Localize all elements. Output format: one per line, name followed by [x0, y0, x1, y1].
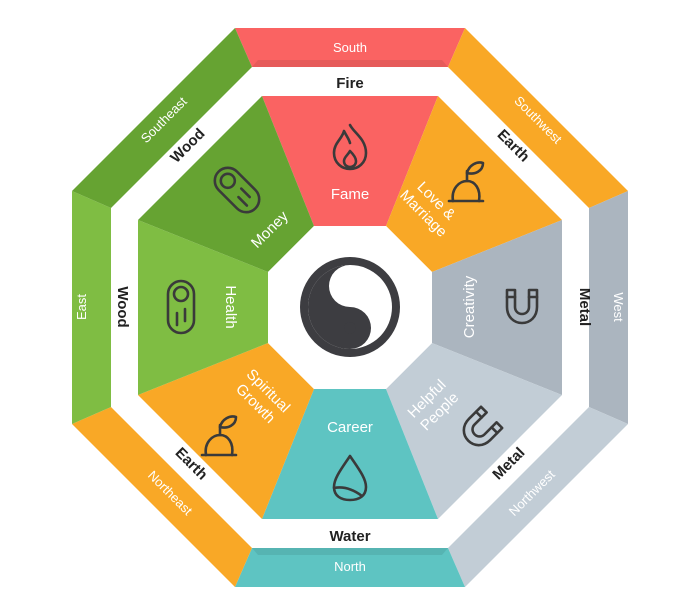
- yin-yang-dark-dot: [344, 322, 356, 334]
- sprout-icon-love: [447, 161, 485, 203]
- ring-northeast: [72, 407, 252, 587]
- sector-money: [138, 96, 314, 272]
- area-career: Career: [327, 419, 373, 436]
- element-wood-east: Wood: [114, 286, 131, 327]
- sector-creativity: [432, 220, 562, 395]
- sector-fame: [262, 96, 438, 226]
- log-icon-money: [213, 166, 261, 214]
- direction-east: East: [74, 294, 89, 320]
- direction-south: South: [333, 40, 367, 55]
- ring-north-shade: [252, 548, 448, 555]
- direction-west: West: [611, 292, 626, 322]
- water-drop-icon: [332, 454, 368, 502]
- ring-west: [589, 191, 628, 424]
- yin-yang-icon: [300, 257, 400, 357]
- flame-icon: [332, 123, 368, 171]
- area-health: Health: [222, 285, 239, 328]
- log-icon-health: [166, 279, 196, 335]
- element-water: Water: [329, 528, 370, 545]
- yin-yang-light-dot: [344, 280, 356, 292]
- sector-spiritual-growth: [138, 343, 314, 519]
- sector-health: [138, 220, 268, 395]
- ring-north: [235, 548, 465, 587]
- sector-career: [262, 389, 438, 519]
- ring-northwest: [448, 407, 628, 587]
- sprout-icon-spiritual: [200, 415, 238, 457]
- ring-south: [235, 28, 465, 67]
- magnet-icon-creativity: [505, 288, 539, 325]
- element-fire: Fire: [336, 75, 364, 92]
- area-creativity: Creativity: [461, 275, 478, 338]
- direction-north: North: [334, 559, 366, 574]
- area-fame: Fame: [331, 186, 369, 203]
- ring-southwest: [448, 28, 628, 208]
- ring-southeast: [72, 28, 252, 208]
- ring-east: [72, 191, 111, 424]
- ring-south-shade: [252, 60, 448, 67]
- magnet-icon-helpful: [462, 405, 504, 447]
- element-metal-west: Metal: [576, 288, 593, 326]
